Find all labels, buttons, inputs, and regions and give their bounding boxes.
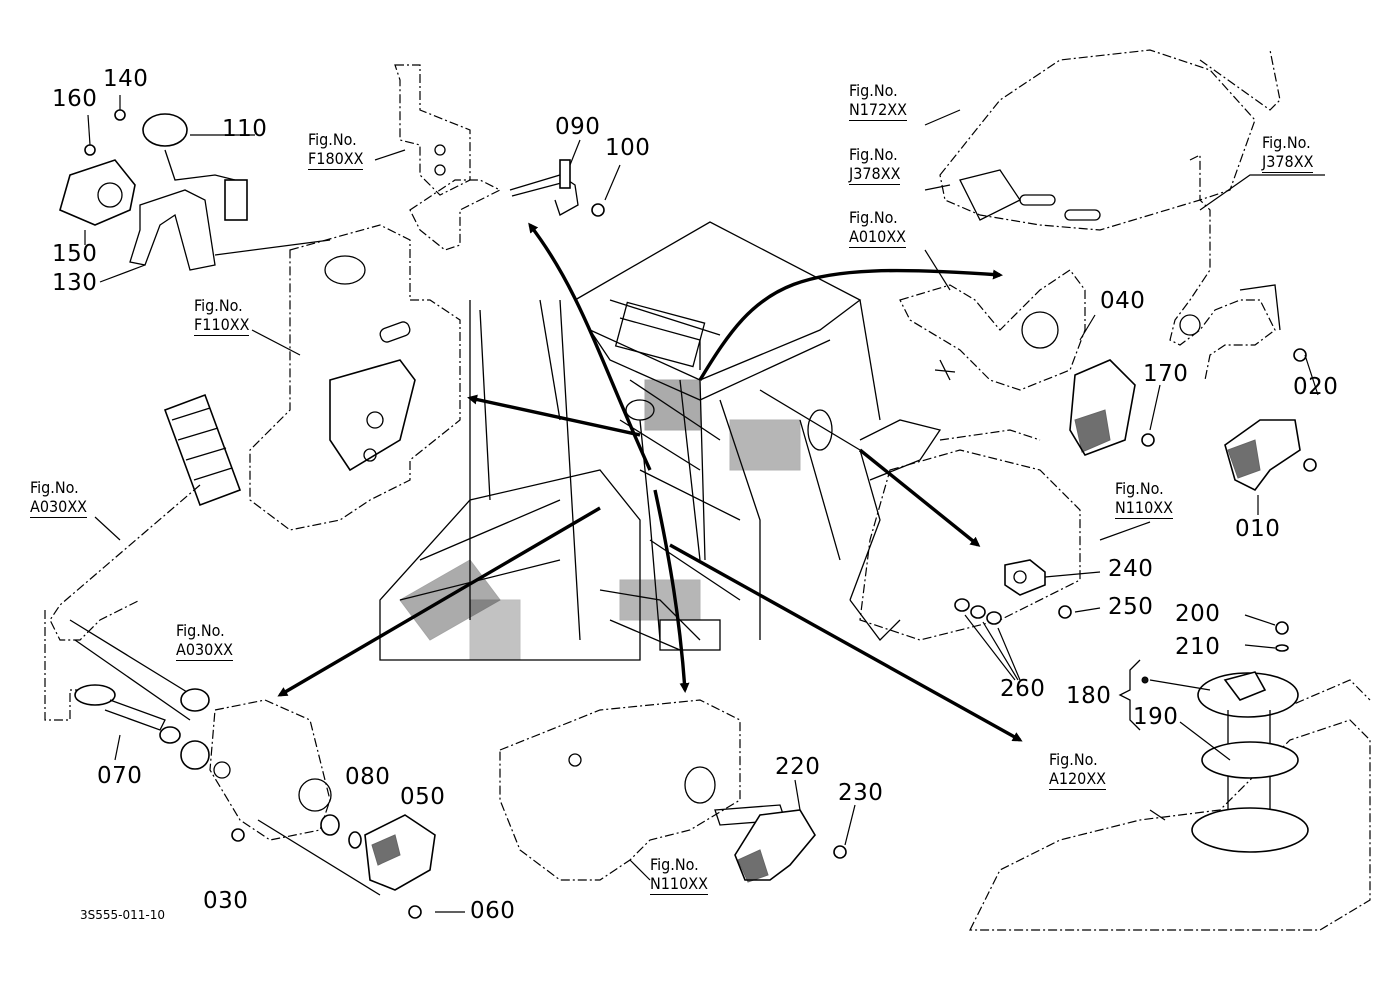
fig-ref-n110-right-label: Fig.No.	[1115, 479, 1164, 498]
fig-ref-a120: Fig.No. A120XX	[1049, 750, 1107, 791]
part-label-210: 210	[1175, 634, 1221, 660]
fig-ref-a010-num: A010XX	[849, 227, 907, 249]
part-label-090: 090	[555, 114, 601, 140]
part-label-010: 010	[1235, 516, 1281, 542]
reference-arrows	[277, 222, 1023, 742]
part-label-180: 180	[1066, 683, 1112, 709]
cable-090	[509, 139, 621, 217]
fig-ref-a030-mid-label: Fig.No.	[176, 621, 225, 640]
fig-ref-a120-num: A120XX	[1049, 769, 1107, 791]
part-label-220: 220	[775, 754, 821, 780]
fig-ref-j378-a-label: Fig.No.	[849, 145, 898, 164]
pipe-f180	[374, 64, 502, 251]
part-label-200: 200	[1175, 601, 1221, 627]
sensor-040-area	[899, 269, 1161, 456]
bracket-010	[1169, 154, 1325, 515]
fig-ref-a030-mid: Fig.No. A030XX	[176, 621, 234, 662]
fig-ref-n110-right-num: N110XX	[1115, 498, 1173, 520]
fig-ref-n110-bottom: Fig.No. N110XX	[650, 855, 708, 896]
tractor-cabin	[379, 221, 942, 661]
part-label-070: 070	[97, 763, 143, 789]
part-label-060: 060	[470, 898, 516, 924]
part-label-160: 160	[52, 86, 98, 112]
part-label-030: 030	[203, 888, 249, 914]
part-label-130: 130	[52, 270, 98, 296]
fig-ref-a030-mid-num: A030XX	[176, 640, 234, 662]
fig-ref-n110-bottom-label: Fig.No.	[650, 855, 699, 874]
fig-ref-a030-left-num: A030XX	[30, 497, 88, 519]
fig-ref-a120-label: Fig.No.	[1049, 750, 1098, 769]
fig-ref-a010: Fig.No. A010XX	[849, 208, 907, 249]
fig-ref-j378-a: Fig.No. J378XX	[849, 145, 901, 186]
fig-ref-n172: Fig.No. N172XX	[849, 81, 907, 122]
fig-ref-f180: Fig.No. F180XX	[308, 130, 364, 171]
part-label-110: 110	[222, 116, 268, 142]
fig-ref-j378-b-label: Fig.No.	[1262, 133, 1311, 152]
part-label-020: 020	[1293, 374, 1339, 400]
fig-ref-f110-num: F110XX	[194, 315, 250, 337]
fig-ref-f110-label: Fig.No.	[194, 296, 243, 315]
part-label-190: 190	[1133, 704, 1179, 730]
fig-ref-n110-right: Fig.No. N110XX	[1115, 479, 1173, 520]
bracket-f110	[249, 224, 461, 531]
fig-ref-f180-num: F180XX	[308, 149, 364, 171]
fig-ref-j378-a-num: J378XX	[849, 164, 901, 186]
part-label-040: 040	[1100, 288, 1146, 314]
switch-assembly-top-left	[59, 95, 331, 283]
part-label-260: 260	[1000, 676, 1046, 702]
fig-ref-f110: Fig.No. F110XX	[194, 296, 250, 337]
part-label-100: 100	[605, 135, 651, 161]
part-label-050: 050	[400, 784, 446, 810]
part-label-150: 150	[52, 241, 98, 267]
fig-ref-j378-b-num: J378XX	[1262, 152, 1314, 174]
fig-ref-n110-bottom-num: N110XX	[650, 874, 708, 896]
fig-ref-a030-left: Fig.No. A030XX	[30, 478, 88, 519]
part-label-250: 250	[1108, 594, 1154, 620]
part-label-170: 170	[1143, 361, 1189, 387]
fig-ref-a030-left-label: Fig.No.	[30, 478, 79, 497]
part-label-240: 240	[1108, 556, 1154, 582]
pedal-assembly	[44, 393, 465, 919]
part-label-140: 140	[103, 66, 149, 92]
fig-ref-a010-label: Fig.No.	[849, 208, 898, 227]
fig-ref-n172-num: N172XX	[849, 100, 907, 122]
fig-ref-j378-b: Fig.No. J378XX	[1262, 133, 1314, 174]
fig-ref-f180-label: Fig.No.	[308, 130, 357, 149]
fig-ref-n172-label: Fig.No.	[849, 81, 898, 100]
part-label-230: 230	[838, 780, 884, 806]
sensor-240-area	[859, 429, 1151, 681]
part-label-080: 080	[345, 764, 391, 790]
fuel-sender-area	[969, 614, 1371, 931]
sensor-220-area	[499, 699, 856, 883]
diagram-code: 3S555-011-10	[80, 908, 165, 922]
panel-n172	[924, 49, 1281, 291]
